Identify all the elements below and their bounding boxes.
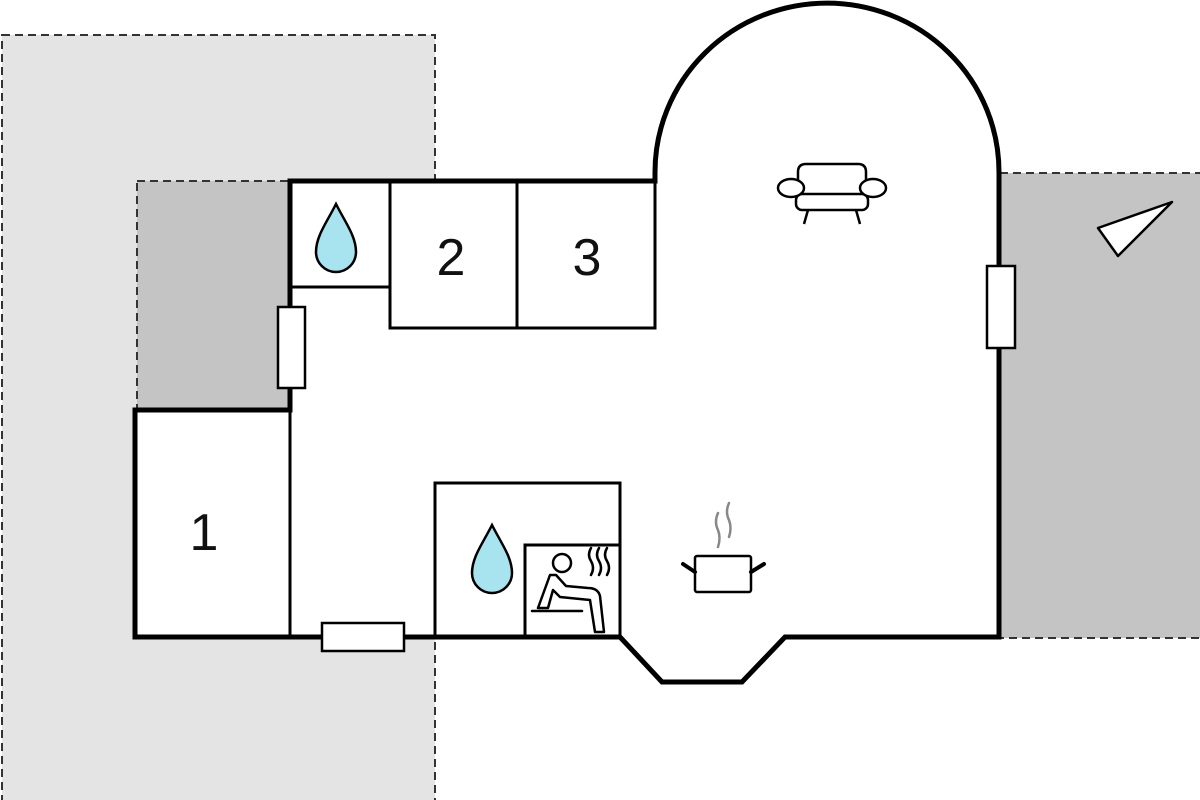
room-label-3: 3 — [573, 229, 602, 287]
room-label-2: 2 — [437, 229, 466, 287]
sauna-icon — [530, 546, 611, 634]
sofa-icon — [776, 162, 888, 225]
water-drop-icon — [470, 522, 514, 595]
terrace-left-dark — [136, 180, 291, 411]
window — [320, 621, 406, 653]
room-label-1: 1 — [190, 504, 219, 562]
north-arrow-icon — [1096, 200, 1174, 258]
window — [985, 264, 1017, 350]
window — [276, 305, 307, 390]
terrace-right — [999, 172, 1200, 639]
house-outline — [132, 0, 1002, 685]
water-drop-icon — [314, 201, 358, 274]
cooking-pot-icon — [681, 501, 766, 594]
interior-walls — [288, 181, 657, 639]
